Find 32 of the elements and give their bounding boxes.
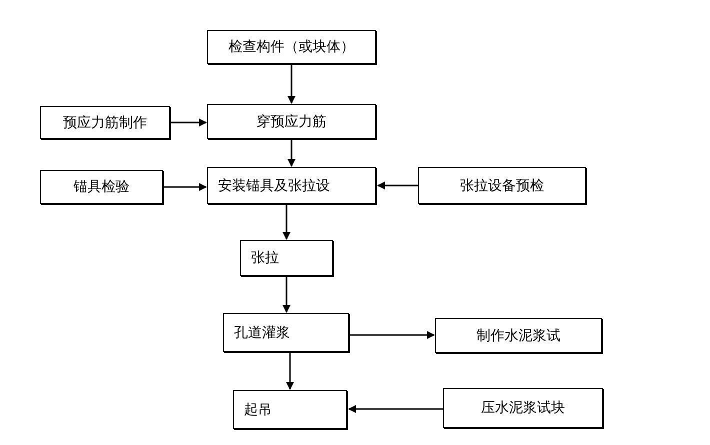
arrow	[288, 64, 296, 104]
process-box	[207, 104, 376, 139]
box-label: 检查构件（或块体）	[228, 38, 354, 56]
box-label: 安装锚具及张拉设	[218, 176, 330, 194]
process-box	[240, 240, 333, 276]
arrow	[348, 405, 443, 413]
box-label: 孔道灌浆	[234, 324, 290, 342]
box-label: 预应力筋制作	[63, 114, 147, 132]
arrow	[377, 182, 418, 190]
process-box	[443, 388, 603, 428]
arrow	[350, 331, 435, 339]
box-label: 起吊	[244, 400, 272, 418]
process-box	[207, 30, 376, 64]
process-box	[40, 106, 170, 139]
process-box	[418, 167, 586, 204]
arrow	[282, 276, 290, 313]
process-box	[223, 313, 349, 352]
box-label: 张拉设备预检	[460, 176, 544, 194]
arrow	[286, 352, 294, 390]
process-box	[207, 167, 376, 204]
box-label: 锚具检验	[74, 178, 130, 196]
box-label: 穿预应力筋	[256, 112, 326, 130]
arrow	[288, 139, 296, 167]
arrow	[171, 118, 207, 126]
process-box	[435, 318, 602, 353]
arrow	[164, 183, 207, 191]
box-label: 张拉	[251, 249, 279, 267]
process-box	[40, 170, 163, 204]
box-label: 压水泥浆试块	[481, 399, 565, 417]
box-label: 制作水泥浆试	[476, 326, 560, 344]
arrow	[282, 204, 290, 240]
process-box	[233, 390, 347, 429]
